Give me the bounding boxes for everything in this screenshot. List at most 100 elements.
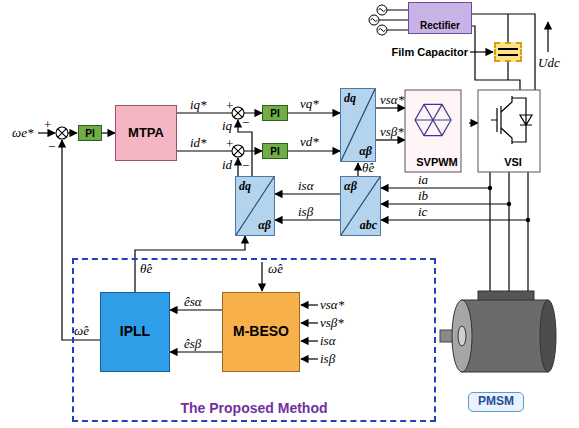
signal-wire bbox=[301, 340, 318, 341]
signal-label: êsα bbox=[184, 295, 202, 308]
phase-wire bbox=[527, 172, 528, 291]
signal-connector bbox=[135, 236, 245, 292]
pmsm-motor bbox=[540, 300, 556, 372]
block-label: PMSM bbox=[478, 395, 514, 408]
sign-label: − bbox=[242, 159, 249, 172]
diagonal-line bbox=[341, 89, 375, 161]
frame-label: abc bbox=[360, 219, 377, 232]
signal-wire bbox=[301, 322, 318, 323]
pi-controller: PI bbox=[262, 105, 288, 121]
capacitor-symbol bbox=[498, 49, 518, 55]
summing-junction bbox=[58, 129, 66, 137]
hexagon-vector-symbol bbox=[415, 104, 451, 135]
current-tap-dot bbox=[488, 186, 492, 190]
signal-wire bbox=[68, 132, 77, 133]
current-tap-dot bbox=[507, 202, 511, 206]
block-label: The Proposed Method bbox=[74, 401, 434, 416]
sign-label: + bbox=[226, 99, 233, 112]
frame-label: αβ bbox=[359, 145, 372, 158]
block-label: VSI bbox=[478, 156, 548, 168]
signal-label: id bbox=[222, 158, 232, 171]
ac-source bbox=[379, 20, 408, 21]
block-label: IPLL bbox=[120, 324, 150, 339]
dc-link bbox=[466, 14, 535, 90]
summing-junction bbox=[56, 127, 68, 139]
signal-label: vsα* bbox=[380, 93, 404, 106]
block-label: PI bbox=[270, 146, 279, 157]
signal-label: ia bbox=[418, 173, 428, 186]
pmsm-motor bbox=[458, 326, 466, 346]
signal-label: iq bbox=[222, 119, 232, 132]
current-tap-dot bbox=[488, 186, 530, 222]
signal-wire bbox=[38, 132, 55, 133]
signal-wire bbox=[381, 219, 528, 220]
signal-wire bbox=[301, 358, 318, 359]
summing-junction bbox=[234, 109, 242, 117]
block-label: Film Capacitor bbox=[392, 46, 468, 58]
ac-source bbox=[387, 10, 408, 11]
ac-source bbox=[387, 30, 408, 31]
pi-controller: PI bbox=[78, 125, 102, 141]
ac-source bbox=[369, 5, 408, 35]
observer-block: M-BESO bbox=[222, 292, 300, 372]
signal-connector bbox=[469, 122, 478, 123]
film-capacitor-fill bbox=[494, 42, 522, 62]
signal-wire bbox=[547, 22, 548, 52]
capacitor-symbol bbox=[498, 48, 518, 50]
summing-junction bbox=[234, 147, 242, 155]
block-label: SVPWM bbox=[405, 156, 469, 168]
igbt-symbol bbox=[491, 96, 512, 144]
signal-wire bbox=[237, 158, 238, 176]
signal-label: isβ bbox=[320, 352, 335, 365]
hexagon-vector-symbol bbox=[415, 104, 451, 135]
capacitor-symbol bbox=[498, 54, 518, 56]
signal-label: ib bbox=[418, 189, 428, 202]
diagonal-line bbox=[341, 177, 380, 235]
signal-label: vsβ* bbox=[320, 316, 344, 329]
signal-connector bbox=[102, 132, 115, 133]
pmsm-motor bbox=[452, 300, 472, 372]
inverter-block: VSI bbox=[478, 90, 548, 172]
phase-wire bbox=[490, 172, 528, 291]
sign-label: − bbox=[242, 116, 249, 129]
block-label: Rectifier bbox=[409, 20, 471, 31]
signal-label: θ̂e bbox=[140, 262, 152, 275]
current-tap-dot bbox=[526, 218, 530, 222]
signal-wire bbox=[62, 140, 100, 340]
frame-label: dq bbox=[239, 180, 251, 193]
signal-wire bbox=[470, 51, 493, 52]
signal-label: iq* bbox=[190, 98, 207, 111]
signal-label: ωe* bbox=[12, 126, 33, 139]
signal-connector bbox=[376, 107, 405, 108]
pmsm-motor bbox=[462, 300, 548, 372]
transform-block: dqαβ bbox=[235, 176, 275, 236]
sign-label: + bbox=[226, 137, 233, 150]
dc-link bbox=[466, 14, 535, 90]
block-label: PI bbox=[270, 108, 279, 119]
block-label: M-BESO bbox=[233, 324, 289, 339]
sign-label: − bbox=[48, 140, 55, 153]
signal-label: vsα* bbox=[320, 298, 344, 311]
signal-label: vq* bbox=[300, 97, 319, 110]
signal-label: ω̂e bbox=[74, 324, 89, 337]
signal-label: vd* bbox=[300, 135, 319, 148]
summing-junction bbox=[232, 145, 244, 157]
block-label: PI bbox=[85, 128, 94, 139]
pmsm-motor bbox=[440, 291, 556, 372]
signal-label: isα bbox=[320, 334, 336, 347]
signal-label: ic bbox=[418, 205, 427, 218]
signal-connector bbox=[170, 309, 222, 310]
signal-connector bbox=[288, 150, 340, 151]
signal-connector bbox=[275, 219, 340, 220]
signal-connector bbox=[288, 112, 340, 113]
igbt-symbol bbox=[500, 106, 501, 134]
film-capacitor: Film Capacitor bbox=[494, 42, 522, 62]
svpwm-block: SVPWM bbox=[405, 90, 469, 172]
signal-wire bbox=[261, 262, 262, 291]
signal-wire bbox=[357, 163, 358, 176]
igbt-symbol bbox=[512, 98, 532, 142]
ac-source bbox=[371, 9, 386, 32]
signal-label: id* bbox=[190, 136, 207, 149]
signal-connector bbox=[177, 112, 262, 113]
